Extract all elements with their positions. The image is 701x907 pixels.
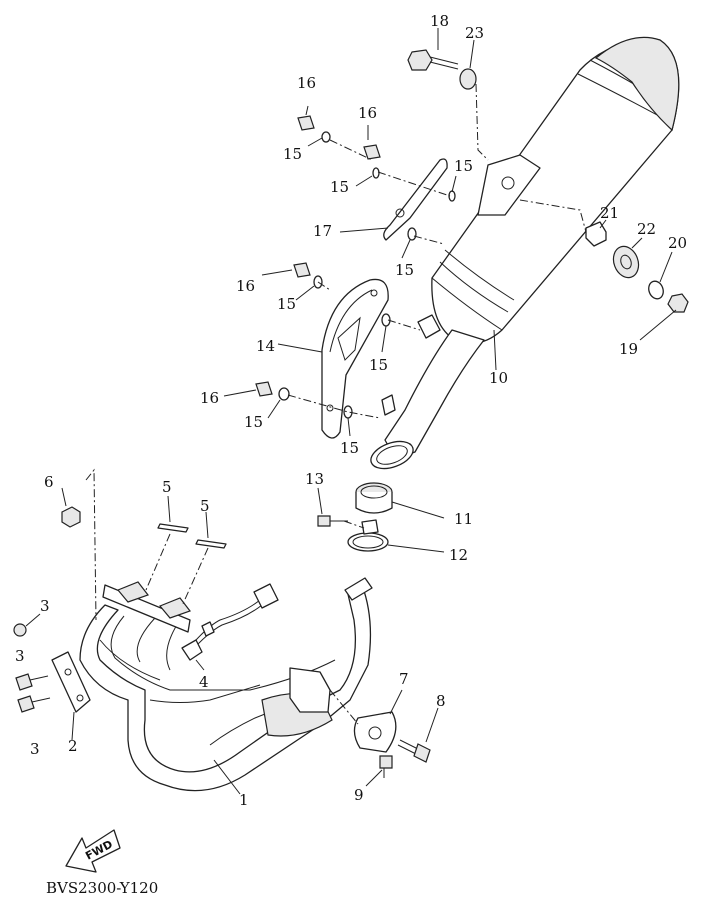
callout-21: 21 [600, 204, 619, 222]
bolt-9 [379, 755, 393, 778]
callout-16: 16 [297, 74, 316, 92]
callout-16: 16 [358, 104, 377, 122]
callout-3: 3 [15, 647, 25, 665]
callout-9: 9 [354, 786, 364, 804]
forward-arrow-icon: FWD [65, 829, 121, 873]
callout-7: 7 [399, 670, 409, 688]
callout-6: 6 [44, 473, 54, 491]
callout-15: 15 [369, 356, 388, 374]
pipe-bracket [51, 651, 91, 713]
callout-10: 10 [489, 369, 508, 387]
callout-16: 16 [236, 277, 255, 295]
leader-lines [25, 28, 677, 795]
callout-15: 15 [283, 145, 302, 163]
bolt-13 [317, 515, 348, 527]
heat-protector [321, 278, 389, 439]
callout-15: 15 [340, 439, 359, 457]
gasket-11 [355, 482, 393, 514]
washer-20 [648, 280, 664, 300]
callout-15: 15 [330, 178, 349, 196]
callout-15: 15 [244, 413, 263, 431]
callout-11: 11 [454, 510, 473, 528]
washer-23 [459, 68, 477, 90]
diagram-code: BVS2300-Y120 [46, 879, 158, 897]
bolts-3 [13, 623, 51, 713]
callout-5: 5 [200, 497, 210, 515]
bolt-18 [407, 49, 459, 71]
callout-22: 22 [637, 220, 656, 238]
damper [353, 711, 397, 753]
nut-6 [61, 506, 81, 528]
collar-21 [585, 221, 607, 247]
callout-2: 2 [68, 737, 78, 755]
callout-15: 15 [277, 295, 296, 313]
callout-13: 13 [305, 470, 324, 488]
muffler [370, 36, 680, 470]
clamp-12 [347, 519, 389, 552]
nut-19 [667, 293, 689, 313]
bolt-8 [397, 739, 431, 763]
callout-3: 3 [40, 597, 50, 615]
callout-15: 15 [454, 157, 473, 175]
callout-15: 15 [395, 261, 414, 279]
callout-5: 5 [162, 478, 172, 496]
callout-17: 17 [313, 222, 332, 240]
fasteners-16-15 [255, 115, 456, 419]
gaskets [157, 523, 227, 549]
damper-22 [612, 245, 640, 279]
oxygen-sensor [181, 583, 279, 661]
callouts: 1 2 3 3 3 4 5 5 6 7 8 9 10 11 12 13 14 1… [15, 12, 687, 809]
callout-8: 8 [436, 692, 446, 710]
callout-19: 19 [619, 340, 638, 358]
callout-23: 23 [465, 24, 484, 42]
callout-3: 3 [30, 740, 40, 758]
callout-12: 12 [449, 546, 468, 564]
callout-4: 4 [199, 673, 209, 691]
callout-16: 16 [200, 389, 219, 407]
assembly-lines [85, 83, 587, 725]
callout-18: 18 [430, 12, 449, 30]
bracket [383, 158, 448, 241]
callout-14: 14 [256, 337, 275, 355]
callout-1: 1 [239, 791, 249, 809]
exhaust-pipe-assembly [79, 577, 373, 792]
callout-20: 20 [668, 234, 687, 252]
